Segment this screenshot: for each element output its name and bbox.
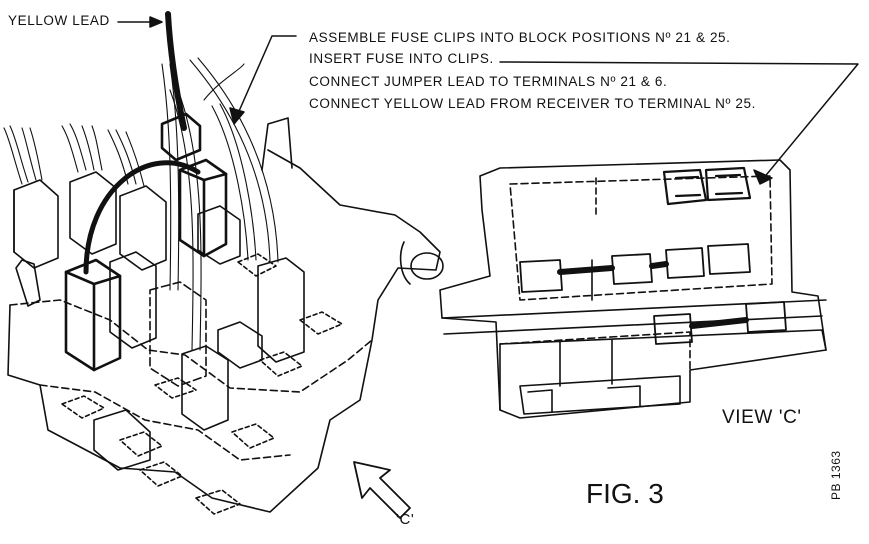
view-c-direction-arrow [353, 461, 411, 519]
yellow-lead-label: YELLOW LEAD [8, 13, 110, 28]
fuse-block-view-c [439, 159, 827, 419]
instruction-3: CONNECT JUMPER LEAD TO TERMINALS Nº 21 &… [309, 74, 668, 89]
instruction-2: INSERT FUSE INTO CLIPS. [309, 51, 494, 66]
arrow-c-label: 'C' [396, 511, 415, 528]
figure-number: FIG. 3 [586, 478, 664, 509]
reference-code: PB 1363 [829, 450, 843, 500]
fuse-block-perspective [3, 11, 444, 515]
leader-lines [117, 16, 859, 185]
instruction-1: ASSEMBLE FUSE CLIPS INTO BLOCK POSITIONS… [309, 30, 731, 45]
view-c-label: VIEW 'C' [722, 407, 802, 428]
instruction-4: CONNECT YELLOW LEAD FROM RECEIVER TO TER… [309, 96, 756, 111]
